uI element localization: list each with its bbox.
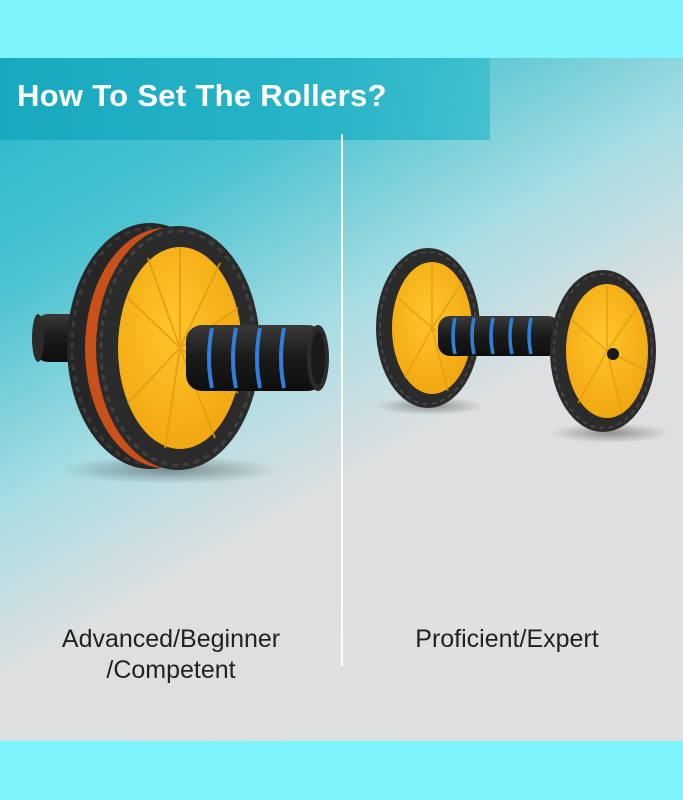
page-title: How To Set The Rollers? <box>17 78 387 113</box>
caption-left-line2: /Competent <box>106 656 236 684</box>
caption-left: Advanced/Beginner /Competent <box>18 624 324 686</box>
caption-left-line1: Advanced/Beginner <box>61 625 281 653</box>
product-panel: How To Set The Rollers? <box>0 58 683 741</box>
rollers-illustration <box>32 223 670 484</box>
caption-right-line1: Proficient/Expert <box>415 625 599 653</box>
separated-wheel-ab-roller-icon <box>375 248 670 443</box>
vertical-divider <box>341 134 343 666</box>
top-color-band <box>0 0 683 58</box>
double-wheel-ab-roller-icon <box>32 223 329 484</box>
bottom-color-band <box>0 741 683 800</box>
title-banner: How To Set The Rollers? <box>0 58 490 140</box>
caption-right: Proficient/Expert <box>352 624 662 655</box>
